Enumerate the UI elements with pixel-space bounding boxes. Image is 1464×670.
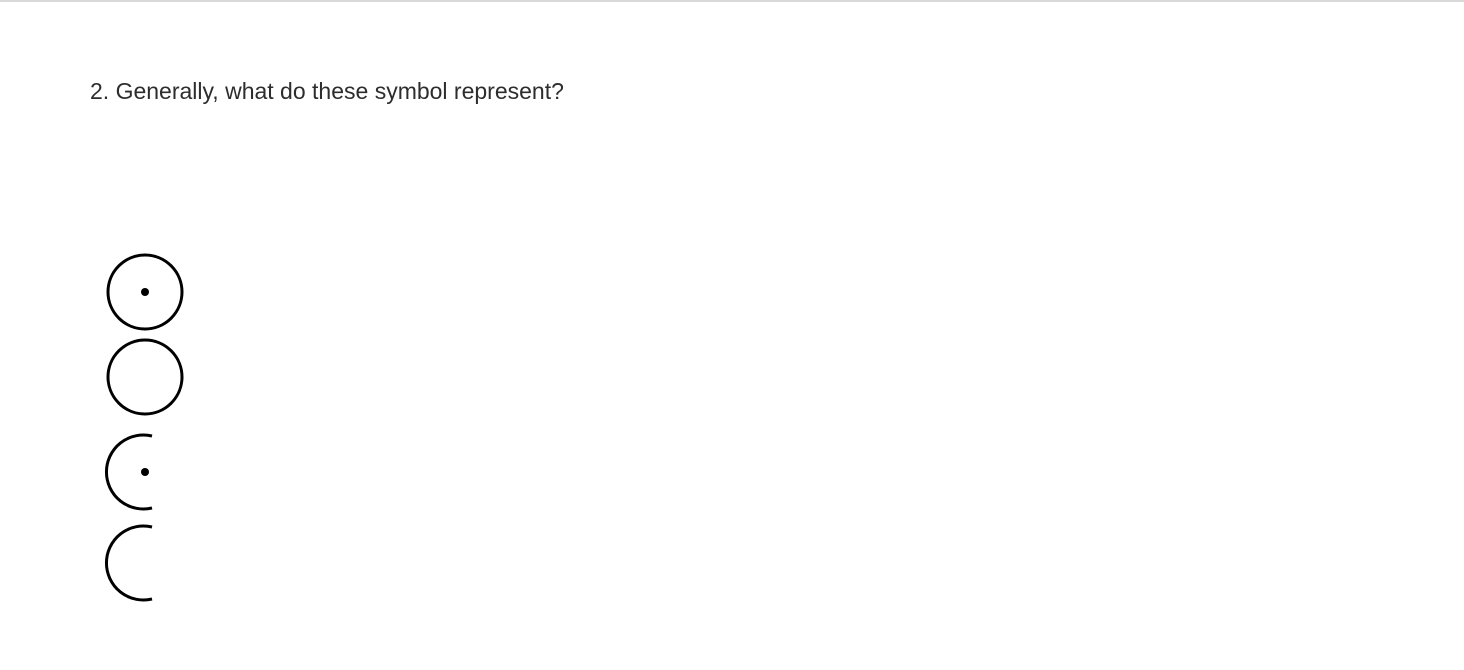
- empty-circle-icon: [106, 338, 184, 416]
- question-block: 2. Generally, what do these symbol repre…: [90, 76, 564, 106]
- question-text: Generally, what do these symbol represen…: [115, 78, 564, 104]
- partial-circle-with-dot-icon: [105, 433, 153, 511]
- top-divider: [0, 0, 1464, 2]
- question-prompt: 2. Generally, what do these symbol repre…: [90, 76, 564, 106]
- partial-circle-icon: [105, 524, 153, 602]
- circle-with-dot-icon: [106, 253, 184, 331]
- question-number: 2.: [90, 78, 110, 104]
- symbols-figure: [104, 252, 188, 604]
